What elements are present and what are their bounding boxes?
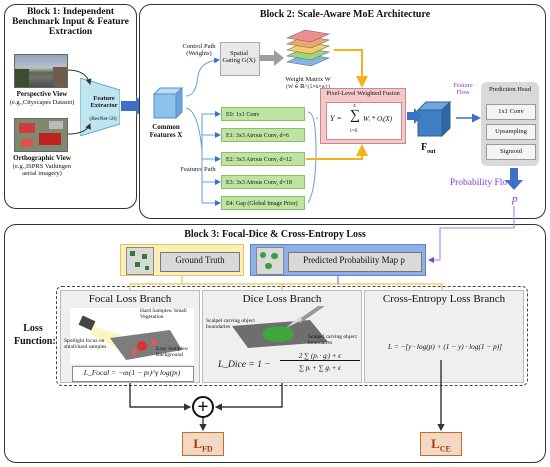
weight-matrix-label: Weight Matrix W — [285, 76, 331, 83]
focal-formula-box — [72, 366, 194, 382]
ce-branch: Cross-Entropy Loss Branch — [364, 290, 524, 383]
expert-e4: E4: Gap (Global Image Prior) — [221, 196, 305, 210]
focal-spot-note: Spotlight focus on small/hard samples — [64, 338, 107, 351]
lce-box: LCE — [420, 432, 462, 456]
weight-matrix-stack — [285, 29, 331, 67]
expert-e2: E2: 3x3 Atrous Conv, d=12 — [221, 152, 305, 166]
fusion-sum-bottom: i=0 — [350, 128, 358, 134]
pred-map-thumb — [256, 247, 284, 275]
spatial-gating-label: Spatial Gating G(X) — [222, 50, 256, 65]
weight-matrix-sub: (W ∈ ℝ^{5×h×w}) — [286, 84, 330, 90]
dice-formula-lhs: L_Dice = 1 − — [218, 360, 271, 370]
focal-easy-note: Easy Samples/ Background — [156, 346, 189, 359]
scalpel-illustration — [232, 303, 328, 348]
plus-circle: + — [192, 396, 214, 418]
block1-title: Block 1: Independent Benchmark Input & F… — [12, 7, 129, 37]
lfd-box: LFD — [182, 432, 224, 456]
fusion-formula-box — [326, 102, 402, 140]
control-path-label: Control Path (Weights) — [182, 43, 216, 58]
focal-scene — [70, 308, 194, 364]
dice-note-b: Scalpel carving object boundaries — [308, 334, 357, 347]
dice-formula-num: 2 ∑ (pᵢ · gᵢ) + ϵ — [280, 352, 360, 361]
feature-extractor-sub: (ResNet-50) — [89, 116, 117, 122]
ground-truth-label: Ground Truth — [175, 255, 225, 265]
perspective-image — [14, 54, 68, 88]
prediction-head-item-1: 1x1 Conv — [486, 104, 536, 120]
ce-title: Cross-Entropy Loss Branch — [382, 293, 506, 305]
perspective-label: Perspective View — [16, 90, 68, 98]
dice-note-a: Scalpel carving object boundaries — [206, 318, 255, 331]
ground-truth-label-box — [160, 252, 240, 272]
loss-branches-container — [56, 286, 528, 386]
p-label: p — [512, 193, 518, 205]
ground-truth-thumb — [126, 247, 154, 275]
dice-formula-den: ∑ pᵢ + ∑ gᵢ + ϵ — [299, 364, 341, 372]
orthographic-image — [14, 118, 68, 152]
block2-title: Block 2: Scale-Aware MoE Architecture — [259, 9, 431, 20]
probability-flow-label: Probability Flow — [449, 178, 514, 188]
prediction-head-item-3: Sigmoid — [486, 144, 536, 160]
focal-title: Focal Loss Branch — [88, 293, 172, 305]
feature-extractor-shape — [80, 78, 120, 136]
expert-e3: E3: 3x3 Atrous Conv, d=18 — [221, 175, 305, 189]
loss-function-label: Loss Function: — [14, 323, 56, 347]
prediction-head-item-2: Upsampling — [486, 124, 536, 140]
common-features-label: Common Features X — [149, 123, 183, 139]
perspective-sub: (e.g.,Cityscapes Dataset) — [9, 99, 75, 106]
features-path-label: Features Path — [180, 166, 216, 173]
spatial-gating-box — [220, 42, 260, 76]
fout-label: Fout — [421, 142, 436, 155]
focal-hard-note: Hard Samples/ Small Vegetation — [140, 308, 187, 321]
spotlight-illustration — [78, 315, 182, 360]
fusion-sum-sign: ∑ — [350, 108, 360, 123]
block3-title: Block 3: Focal-Dice & Cross-Entropy Loss — [184, 229, 366, 240]
feature-extractor-label: Feature Extractor — [90, 95, 118, 110]
dice-scene — [210, 303, 358, 350]
fusion-formula-lhs: Y = — [330, 114, 342, 123]
feature-flow-label: Feature Flow — [453, 82, 473, 97]
fusion-sum-top: 4 — [353, 103, 356, 109]
expert-e0: E0: 1x1 Conv — [221, 107, 305, 121]
orthographic-label: Orthographic View — [13, 154, 71, 162]
pred-map-label: Predicted Probability Map p — [303, 255, 405, 265]
ce-formula: L = −[y · log(p) + (1 − y) · log(1 − p)] — [387, 342, 503, 351]
expert-e1: E1: 3x3 Atrous Conv, d=6 — [221, 128, 305, 142]
prediction-head-title: Prediction Head — [488, 86, 532, 93]
pred-map-label-box — [288, 252, 422, 272]
focal-formula: L_Focal = −αₜ(1 − pₜ)^γ log(pₜ) — [83, 368, 181, 377]
common-features-cube — [152, 86, 184, 120]
fusion-formula-rhs: Wᵢ * Oᵢ(X) — [363, 115, 393, 123]
fout-cube — [416, 100, 452, 138]
fusion-title: Pixel-Level Weighted Fusion — [326, 90, 400, 97]
dice-title: Dice Loss Branch — [242, 293, 322, 305]
orthographic-sub: (e.g.,ISPRS Vaihingen aerial imagery) — [12, 163, 72, 178]
